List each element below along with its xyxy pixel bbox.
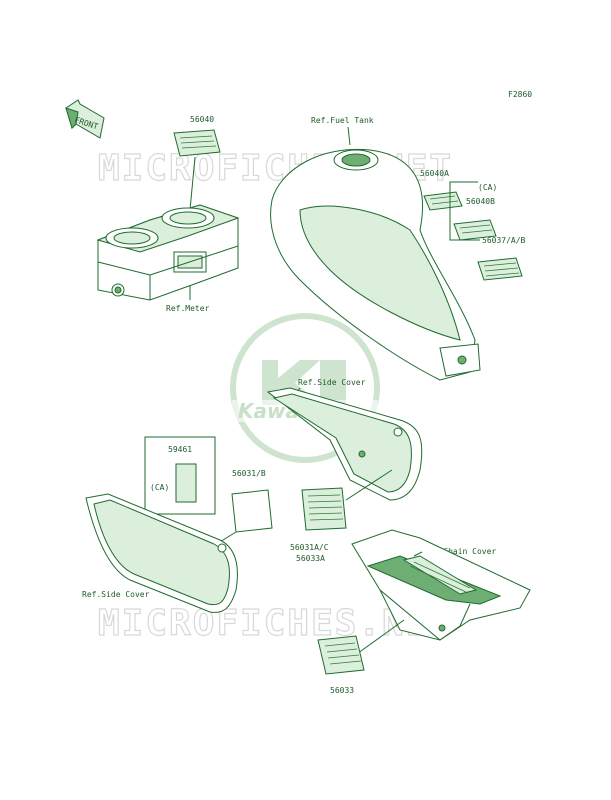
right-side-cover-group: Ref.Side Cover — [266, 378, 423, 501]
fuel-tank-group: Ref.Fuel Tank 56040A (CA) 56040B 56037/A… — [270, 116, 526, 381]
label-56040b: 56040B — [466, 197, 495, 206]
label-59461: 59461 — [168, 445, 192, 454]
label-56033: 56033 — [330, 686, 354, 695]
label-ref-side-cover-right: Ref.Side Cover — [298, 378, 366, 387]
chain-cover-group: Ref.Chain Cover 56033 — [317, 529, 531, 695]
label-56040: 56040 — [190, 115, 214, 124]
decal-56040b — [453, 219, 497, 241]
label-56031ac: 56031A/C — [290, 543, 329, 552]
decal-56033 — [317, 635, 365, 675]
figure-code: F2860 — [508, 90, 532, 99]
decal-59461 — [175, 463, 197, 503]
left-side-cover — [85, 493, 238, 613]
decal-56031a — [301, 487, 347, 531]
label-56033a: 56033A — [296, 554, 325, 563]
meter-group: 56040 Ref.Meter — [96, 115, 240, 313]
label-56037: 56037/A/B — [482, 236, 526, 245]
right-side-cover — [266, 387, 423, 501]
label-ca-top: (CA) — [478, 183, 497, 192]
label-ref-fuel-tank: Ref.Fuel Tank — [311, 116, 374, 125]
left-side-cover-group: 59461 (CA) 56031/B Ref.Side Cover — [82, 436, 273, 613]
decal-56040 — [173, 129, 221, 157]
chain-cover — [351, 529, 531, 641]
label-ref-side-cover-left: Ref.Side Cover — [82, 590, 150, 599]
ca-bracket-box — [144, 436, 216, 515]
decal-56031a-group: 56031A/C 56033A — [290, 469, 393, 563]
label-56040a: 56040A — [420, 169, 449, 178]
decal-56031b — [231, 489, 273, 533]
label-56031b: 56031/B — [232, 469, 266, 478]
fuel-tank — [270, 148, 481, 381]
decal-56037 — [477, 257, 523, 281]
label-ca-left: (CA) — [150, 483, 169, 492]
label-ref-meter: Ref.Meter — [166, 304, 210, 313]
meter-cluster — [96, 204, 240, 301]
label-ref-chain-cover: Ref.Chain Cover — [424, 547, 496, 556]
decal-56040a — [423, 191, 463, 211]
front-arrow-icon: FRONT — [65, 99, 105, 139]
